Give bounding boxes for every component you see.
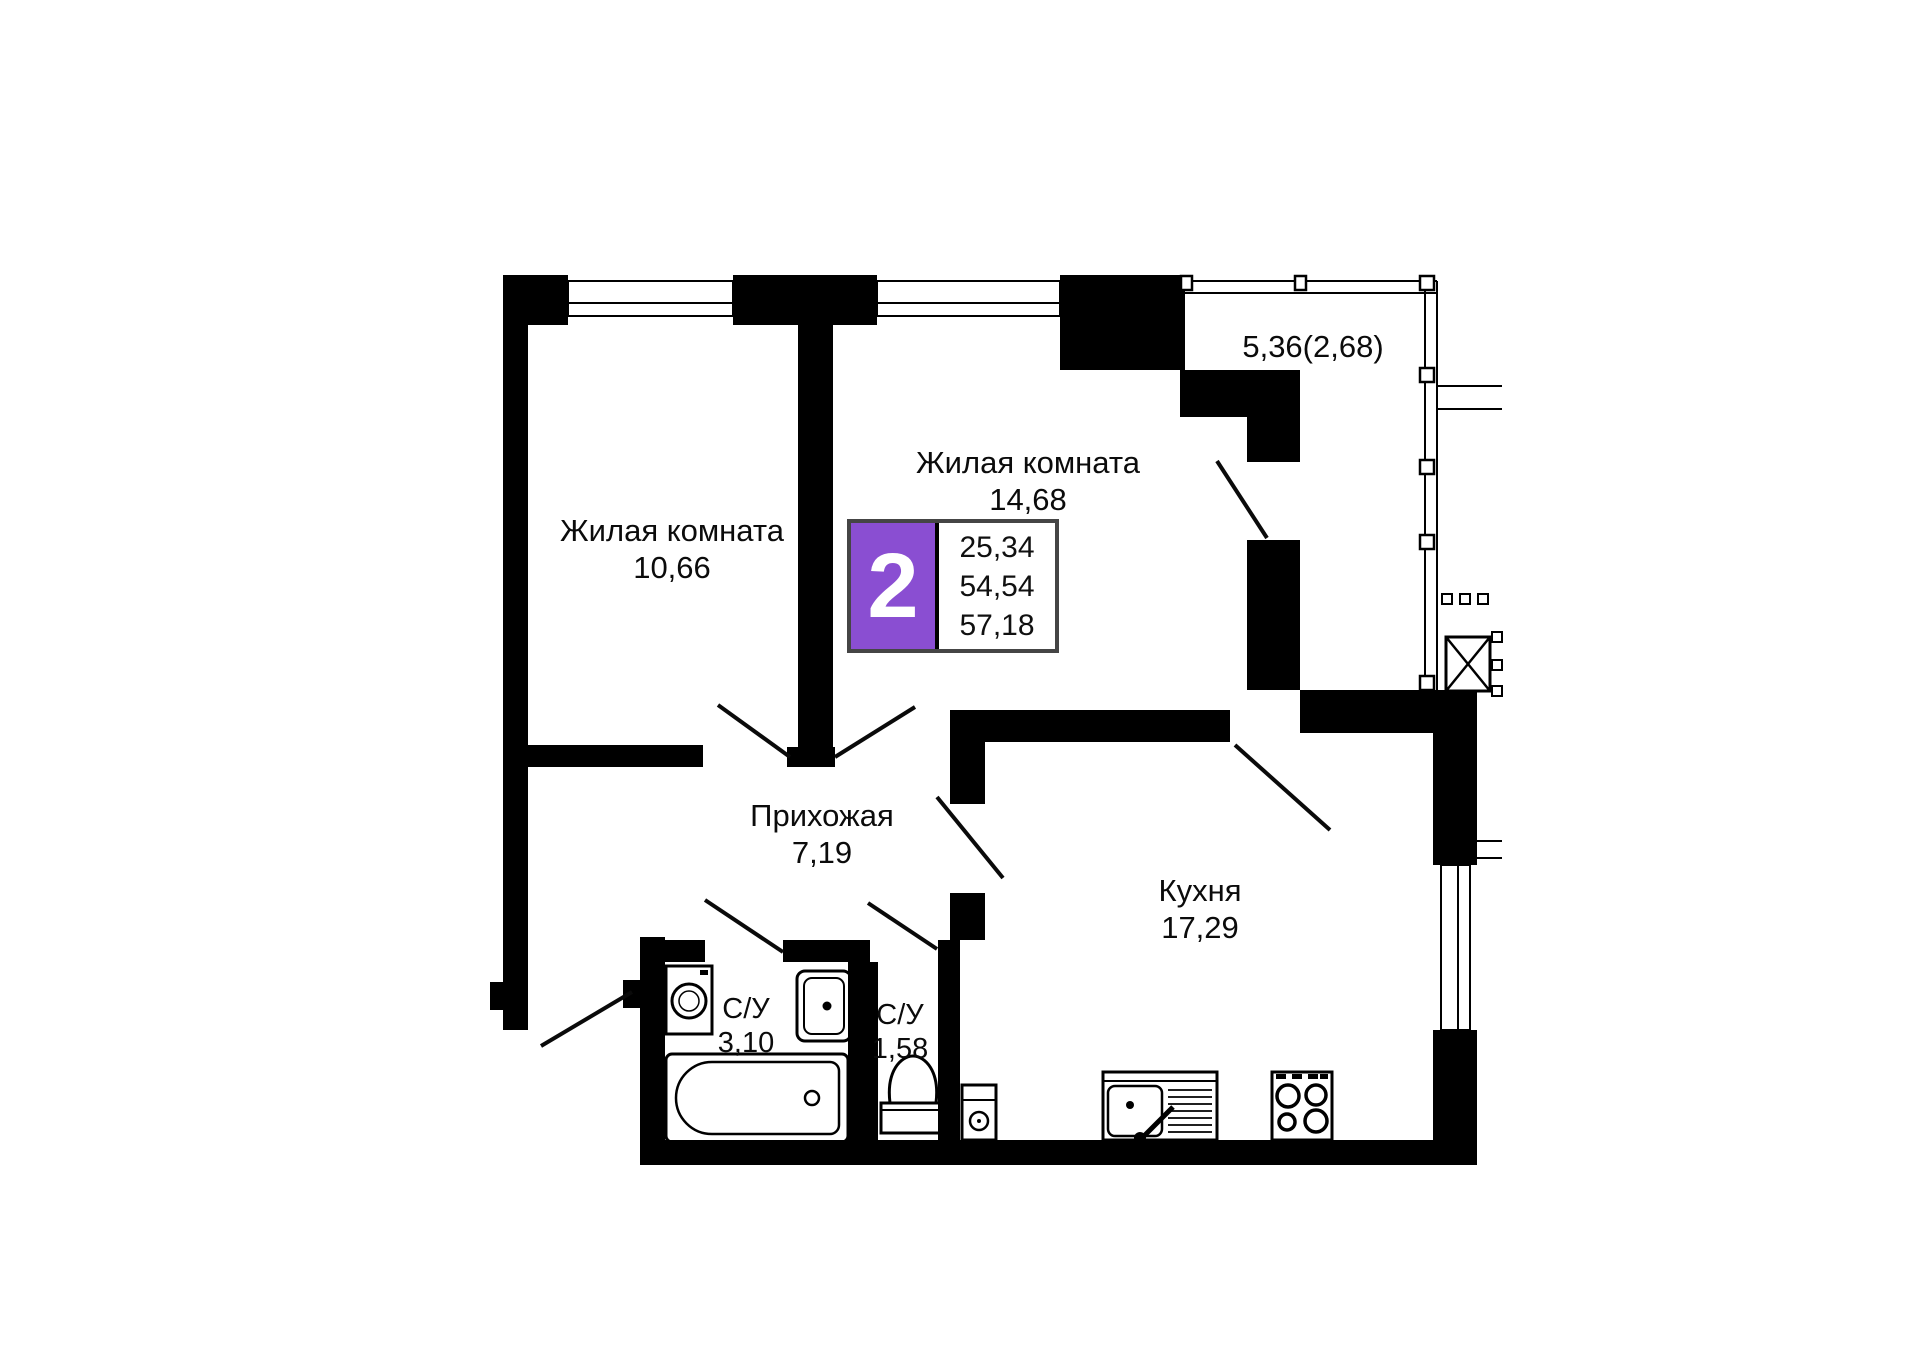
glazing-posts [1179, 274, 1436, 692]
room-label-bathroom1: С/У 3,10 [718, 992, 774, 1060]
room-label-living1: Жилая комната 10,66 [560, 512, 784, 586]
door-entry [539, 990, 634, 1048]
door-swings [539, 459, 1332, 1048]
door-living1 [716, 703, 792, 759]
air-conditioner-icon [1441, 593, 1503, 697]
room-area: 17,29 [1161, 910, 1239, 945]
balcony-glazing [1179, 274, 1502, 859]
windows [567, 280, 1471, 1031]
water-heater-icon [960, 1083, 998, 1142]
window-living1-icon [567, 280, 734, 317]
room-area: 1,58 [871, 1033, 929, 1065]
area-values: 25,34 54,54 57,18 [939, 523, 1055, 649]
door-balcony [1215, 459, 1269, 540]
room-area: 14,68 [989, 482, 1067, 517]
door-kitchen-passage [935, 795, 1005, 880]
door-living2 [833, 705, 917, 759]
bathtub-icon [664, 1052, 850, 1144]
room-label-balcony: 5,36(2,68) [1242, 328, 1383, 365]
drainboard-ribs [1168, 1089, 1212, 1133]
toilet-icon [879, 1054, 947, 1135]
room-label-living2: Жилая комната 14,68 [916, 444, 1140, 518]
room-name: С/У [876, 999, 924, 1031]
rooms-count: 2 [851, 523, 939, 649]
room-name: Кухня [1158, 873, 1242, 908]
room-area: 10,66 [633, 550, 711, 585]
area-value: 54,54 [959, 569, 1035, 603]
door-kitchen [1233, 743, 1332, 832]
area-value: 25,34 [959, 530, 1035, 564]
kitchen-sink-icon [1101, 1070, 1219, 1144]
window-kitchen-icon [1440, 864, 1471, 1031]
room-name: Жилая комната [916, 445, 1140, 480]
room-area: 5,36(2,68) [1242, 329, 1384, 364]
room-name: С/У [722, 993, 770, 1025]
walls [490, 275, 1477, 1165]
apartment-type-badge: 2 25,34 54,54 57,18 [847, 519, 1059, 653]
room-label-bathroom2: С/У 1,58 [872, 998, 928, 1066]
door-bathroom1 [703, 898, 785, 954]
room-name: Жилая комната [560, 513, 784, 548]
window-living2-icon [876, 280, 1061, 317]
room-area: 7,19 [791, 835, 853, 870]
area-value: 57,18 [959, 608, 1035, 642]
door-bathroom2 [866, 901, 939, 951]
washing-machine-icon [664, 964, 714, 1036]
stove-icon [1270, 1070, 1334, 1142]
sink-icon [795, 969, 853, 1043]
room-label-hallway: Прихожая 7,19 [750, 797, 894, 871]
room-name: Прихожая [750, 798, 894, 833]
room-area: 3,10 [717, 1027, 775, 1059]
room-label-kitchen: Кухня 17,29 [1159, 872, 1242, 946]
